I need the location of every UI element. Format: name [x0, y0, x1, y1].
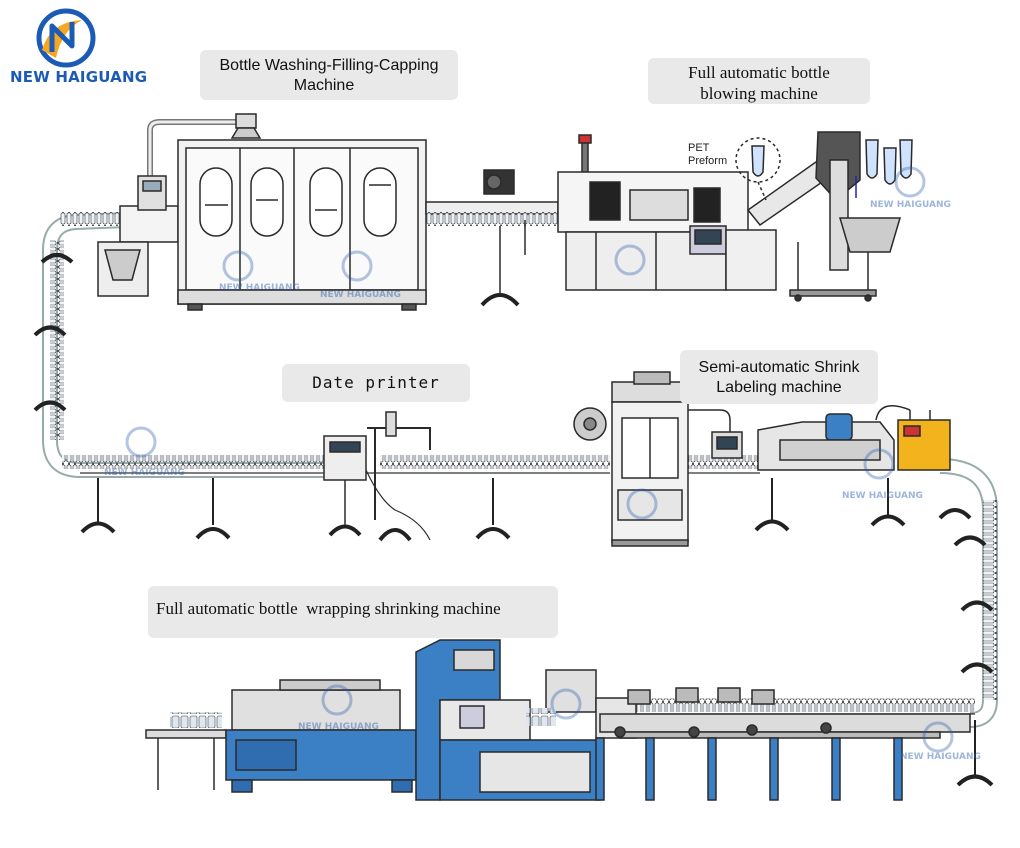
brand-name: NEW HAIGUANG [10, 68, 148, 86]
label-bottle-blowing-line1: Full automatic bottle [688, 63, 830, 82]
conveyor-loop [42, 212, 998, 728]
label-pet-preform-line2: Preform [688, 154, 728, 167]
watermark-logos [125, 166, 954, 753]
watermark-text: NEW HAIGUANG [870, 200, 951, 210]
watermark-logo-icon [922, 721, 954, 753]
watermark-text: NEW HAIGUANG [219, 283, 300, 293]
logo-letters-icon [49, 22, 75, 52]
logo [36, 8, 96, 68]
watermark-logo-icon [894, 166, 926, 198]
label-date-printer-text: Date printer [312, 373, 440, 392]
watermark-text: NEW HAIGUANG [900, 752, 981, 762]
conveyor-stands [33, 253, 994, 787]
label-date-printer: Date printer [282, 364, 470, 402]
label-washing-filling-capping-line2: Machine [293, 77, 355, 94]
watermark-text: NEW HAIGUANG [842, 491, 923, 501]
label-shrink-labeling-line2: Labeling machine [716, 379, 842, 396]
washing-filling-capping-machine [97, 113, 559, 311]
date-printer-machine [323, 411, 431, 542]
watermark-logo-icon [222, 250, 254, 282]
watermark-logo-icon [125, 426, 157, 458]
label-wrapping-shrinking-text: Full automatic bottle wrapping shrinking… [156, 599, 501, 618]
bottle-blowing-machine [557, 131, 913, 302]
label-bottle-blowing: Full automatic bottle blowing machine [648, 58, 870, 104]
label-pet-preform-line1: PET [688, 142, 710, 154]
watermark-text: NEW HAIGUANG [320, 290, 401, 300]
watermark-logo-icon [341, 250, 373, 282]
preform-callout-circle [735, 137, 781, 183]
watermark-logo-icon [550, 688, 582, 720]
label-washing-filling-capping-line1: Bottle Washing-Filling-Capping [219, 57, 439, 74]
label-wrapping-shrinking: Full automatic bottle wrapping shrinking… [148, 586, 558, 638]
label-bottle-blowing-line2: blowing machine [700, 84, 818, 104]
shrink-labeling-machine [573, 371, 951, 547]
label-shrink-labeling-line1: Semi-automatic Shrink [698, 359, 860, 376]
watermark-text: NEW HAIGUANG [104, 468, 185, 478]
watermark-logo-icon [863, 448, 895, 480]
watermark-text: NEW HAIGUANG [298, 722, 379, 732]
label-shrink-labeling: Semi-automatic Shrink Labeling machine [680, 350, 878, 404]
label-washing-filling-capping: Bottle Washing-Filling-Capping Machine [200, 50, 458, 100]
watermark-logo-icon [614, 244, 646, 276]
logo-ring-icon [36, 8, 96, 68]
watermark-logo-icon [321, 684, 353, 716]
label-pet-preform: PET Preform [688, 142, 727, 167]
watermark-logo-icon [626, 488, 658, 520]
wrapping-shrinking-machine [145, 639, 971, 801]
